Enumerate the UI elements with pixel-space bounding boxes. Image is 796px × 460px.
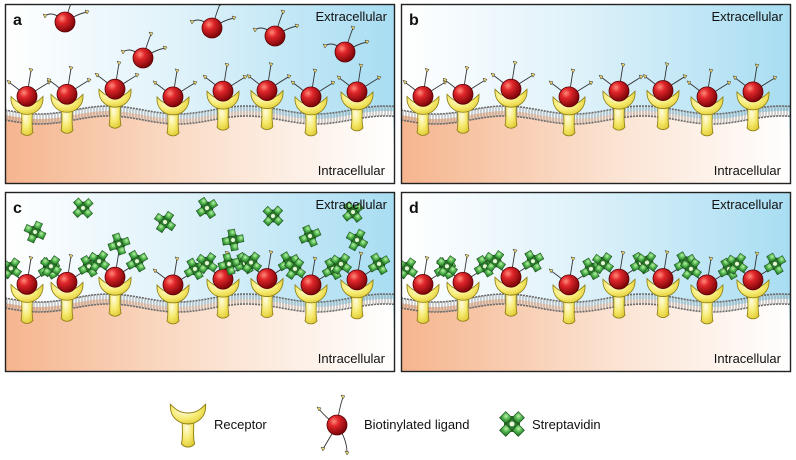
bound-ligand (152, 68, 198, 108)
free-streptavidin (195, 196, 219, 220)
bound-streptavidin (283, 257, 307, 280)
free-streptavidin (345, 228, 369, 252)
bound-streptavidin (679, 257, 703, 280)
legend-ligand-label: Biotinylated ligand (364, 417, 470, 432)
legend-streptavidin-label: Streptavidin (532, 417, 601, 432)
intracellular-space (401, 111, 791, 184)
legend: Receptor Biotinylated ligand Streptavidi… (169, 394, 601, 456)
legend-receptor-shape (169, 403, 207, 448)
bound-ligand (94, 60, 140, 100)
free-ligand (120, 31, 168, 69)
bound-ligand (548, 256, 594, 296)
free-streptavidin (221, 228, 245, 252)
free-ligand (42, 4, 90, 33)
legend-ligand-icon (316, 394, 350, 456)
intracellular-space (5, 299, 395, 372)
bound-streptavidin (483, 250, 507, 273)
bound-ligand (598, 62, 644, 102)
bound-streptavidin (763, 252, 787, 276)
bound-streptavidin (521, 249, 545, 273)
legend-ligand-shape (316, 394, 350, 456)
bound-ligand (402, 67, 448, 107)
receptor (50, 93, 84, 134)
bound-ligand (490, 60, 536, 100)
legend-receptor-icon (169, 403, 207, 448)
bound-streptavidin (635, 251, 659, 274)
bound-ligand (46, 65, 92, 105)
extracellular-label: Extracellular (315, 197, 387, 212)
bound-streptavidin (329, 252, 353, 275)
panel-border (4, 191, 396, 373)
legend-streptavidin-shape (499, 411, 525, 437)
free-streptavidin (107, 232, 131, 256)
panel-border (400, 3, 792, 185)
bound-ligand (442, 65, 488, 105)
free-streptavidin (153, 210, 177, 234)
panel-letter: b (409, 12, 419, 29)
bound-streptavidin (367, 252, 391, 276)
bound-streptavidin (39, 255, 63, 278)
bound-streptavidin (87, 250, 111, 273)
bound-ligand (642, 62, 688, 101)
bound-streptavidin (125, 249, 149, 273)
bound-ligand (548, 68, 594, 108)
bound-streptavidin (591, 252, 615, 275)
panel-border (4, 3, 396, 185)
intracellular-space (5, 111, 395, 184)
free-streptavidin (217, 252, 241, 276)
panel-letter: a (13, 12, 22, 29)
bound-ligand (290, 68, 336, 108)
free-streptavidin (262, 205, 284, 227)
bound-streptavidin (725, 252, 749, 275)
bound-ligand (152, 256, 198, 296)
bound-streptavidin (239, 251, 263, 274)
panel-letter: d (409, 200, 419, 217)
intracellular-label: Intracellular (318, 163, 386, 178)
bound-ligand (246, 62, 292, 101)
legend-receptor-label: Receptor (214, 417, 267, 432)
intracellular-label: Intracellular (714, 351, 782, 366)
intracellular-space (401, 299, 791, 372)
intracellular-label: Intracellular (318, 351, 386, 366)
panel-letter: c (13, 200, 22, 217)
free-streptavidin (23, 220, 47, 244)
receptor (250, 277, 284, 318)
free-streptavidin (342, 201, 364, 223)
bound-ligand (732, 63, 778, 103)
bound-streptavidin (435, 255, 459, 278)
free-streptavidin (298, 224, 322, 248)
panel-border (400, 191, 792, 373)
bound-streptavidin (195, 252, 219, 275)
legend-streptavidin-icon (499, 411, 525, 437)
free-ligand (322, 25, 370, 63)
bound-ligand (336, 63, 382, 103)
bound-streptavidin (5, 257, 23, 280)
intracellular-label: Intracellular (714, 163, 782, 178)
extracellular-label: Extracellular (315, 9, 387, 24)
cell-membrane (401, 105, 791, 125)
bound-ligand (202, 62, 248, 102)
free-streptavidin (72, 197, 94, 219)
bound-ligand (686, 68, 732, 108)
extracellular-label: Extracellular (711, 197, 783, 212)
extracellular-label: Extracellular (711, 9, 783, 24)
free-ligand (252, 9, 300, 47)
